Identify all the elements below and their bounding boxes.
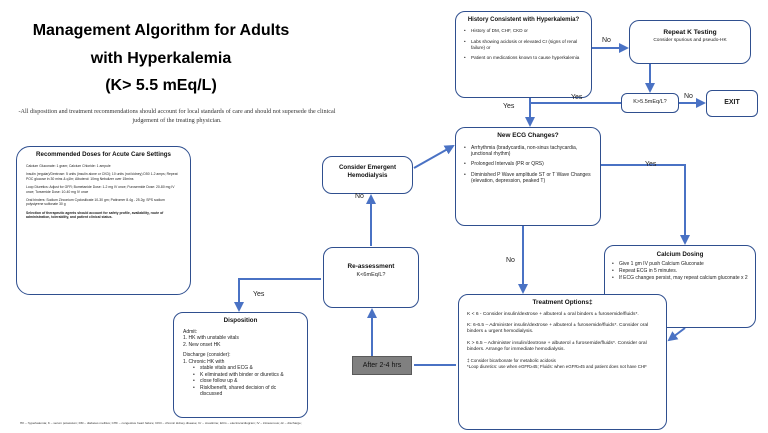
arrow-calcium-treatment	[667, 327, 686, 342]
edge-label-reassess-no: No	[355, 193, 364, 200]
emergent-hemodialysis-box: Consider Emergent Hemodialysis	[322, 156, 413, 194]
edge-label-k-no: No	[684, 93, 693, 100]
after-2-4-hrs-box: After 2-4 hrs	[352, 356, 412, 375]
recommended-doses-box: Recommended Doses for Acute Care Setting…	[16, 146, 191, 295]
history-item: Patient on medications known to cause hy…	[464, 55, 583, 61]
admit-item: 1. HK with unstable vitals	[183, 335, 239, 342]
treatment-footnote: *Loop diuretics: use when eGFR≥45; Fluid…	[467, 364, 647, 370]
k-threshold-box: K>5.5mEq/L?	[621, 93, 679, 113]
discharge-criterion: Risk/benefit, shared decision of dc disc…	[193, 385, 298, 398]
admit-item: 2. New onset HK	[183, 341, 221, 348]
discharge-criterion: close follow up &	[193, 378, 298, 385]
reassessment-box: Re-assessment K<6mEq/L?	[323, 247, 419, 308]
repeat-k-box: Repeat K Testing Consider spurious and p…	[629, 20, 751, 64]
repeat-k-title: Repeat K Testing	[663, 29, 717, 36]
calcium-item: If ECG changes persist, may repeat calci…	[612, 275, 748, 281]
page-title-line-1: Management Algorithm for Adults	[32, 22, 290, 39]
edge-label-history-yes-right: Yes	[571, 94, 583, 101]
repeat-k-subtitle: Consider spurious and pseudo-HK	[653, 38, 727, 43]
page-title-line-3: (K> 5.5 mEq/L)	[105, 77, 217, 94]
treatment-footnote: ‡ Consider bicarbonate for metabolic aci…	[467, 358, 556, 364]
disposition-box: Disposition Admit: 1. HK with unstable v…	[173, 312, 308, 418]
edge-label-reassess-yes: Yes	[253, 291, 265, 298]
calcium-item: Give 1 gm IV push Calcium Gluconate	[612, 261, 748, 267]
reassess-title: Re-assessment	[347, 263, 395, 270]
history-item: History of DM, CHF, CKD or	[464, 28, 583, 34]
arrow-ecg-yes	[601, 164, 690, 245]
edge-label-ecg-no: No	[506, 257, 515, 264]
disclaimer: -All disposition and treatment recommend…	[18, 108, 336, 124]
doses-paragraph: Insulin (regular)/Dextrose: 5 units (ins…	[26, 172, 178, 181]
history-item: Labs showing acidosis or elevated Cr (si…	[464, 39, 583, 51]
ecg-item: Prolonged Intervals (PR or QRS)	[464, 161, 592, 167]
disposition-title: Disposition	[223, 317, 258, 324]
discharge-item: 1. Chronic HK with	[183, 358, 225, 365]
doses-title: Recommended Doses for Acute Care Setting…	[36, 151, 171, 158]
arrow-reassess-yes	[234, 278, 321, 312]
emergent-title: Consider Emergent Hemodialysis	[338, 164, 397, 180]
ecg-changes-box: New ECG Changes? Arrhythmia (bradycardia…	[455, 127, 601, 226]
doses-paragraph: Loop Diuretics: Adjust for GFR; Bumetani…	[26, 185, 175, 194]
doses-paragraph: Oral binders: Sodium Zirconium Cyclosili…	[26, 198, 165, 207]
treatment-item: K: 6-6.5 – Administer insulin/dextrose +…	[467, 323, 649, 335]
arrow-emergent-ecg	[413, 145, 455, 169]
calcium-title: Calcium Dosing	[656, 251, 704, 258]
discharge-criterion: K eliminated with binder or diuretics &	[193, 372, 298, 379]
calcium-item: Repeat ECG in 5 minutes.	[612, 268, 748, 274]
edge-label-ecg-yes: Yes	[645, 161, 657, 168]
calcium-dosing-box: Calcium Dosing Give 1 gm IV push Calcium…	[604, 245, 756, 328]
doses-paragraph: Selection of therapeutic agents should a…	[26, 210, 164, 220]
ecg-title: New ECG Changes?	[497, 132, 559, 139]
doses-paragraph: Calcium Gluconate: 1 gram; Calcium Chlor…	[26, 164, 111, 168]
history-box: History Consistent with Hyperkalemia? Hi…	[455, 11, 592, 98]
treatment-title: Treatment Options‡	[532, 299, 593, 306]
edge-label-history-no: No	[602, 37, 611, 44]
ecg-item: Arrhythmia (bradycardia, non-sinus tachy…	[464, 145, 592, 157]
ecg-item: Diminished P Wave amplitude ST or T Wave…	[464, 172, 592, 184]
treatment-options-box: Treatment Options‡ K < 6 - Consider insu…	[458, 294, 667, 430]
edge-label-history-yes: Yes	[503, 103, 515, 110]
treatment-item: K < 6 - Consider insulin/dextrose + albu…	[467, 312, 639, 317]
discharge-label: Discharge (consider):	[183, 352, 231, 359]
admit-label: Admit:	[183, 329, 198, 335]
reassess-value: K<6mEq/L?	[356, 272, 386, 278]
abbreviations-footer: HK – hyperkalemia; K – serum potassium; …	[20, 421, 302, 425]
history-title: History Consistent with Hyperkalemia?	[467, 17, 580, 23]
exit-box: EXIT	[706, 90, 758, 117]
treatment-item: K > 6.5 – Administer insulin/dextrose + …	[467, 340, 647, 352]
page-title-line-2: with Hyperkalemia	[90, 50, 232, 67]
discharge-criterion: stable vitals and ECG &	[193, 365, 298, 372]
